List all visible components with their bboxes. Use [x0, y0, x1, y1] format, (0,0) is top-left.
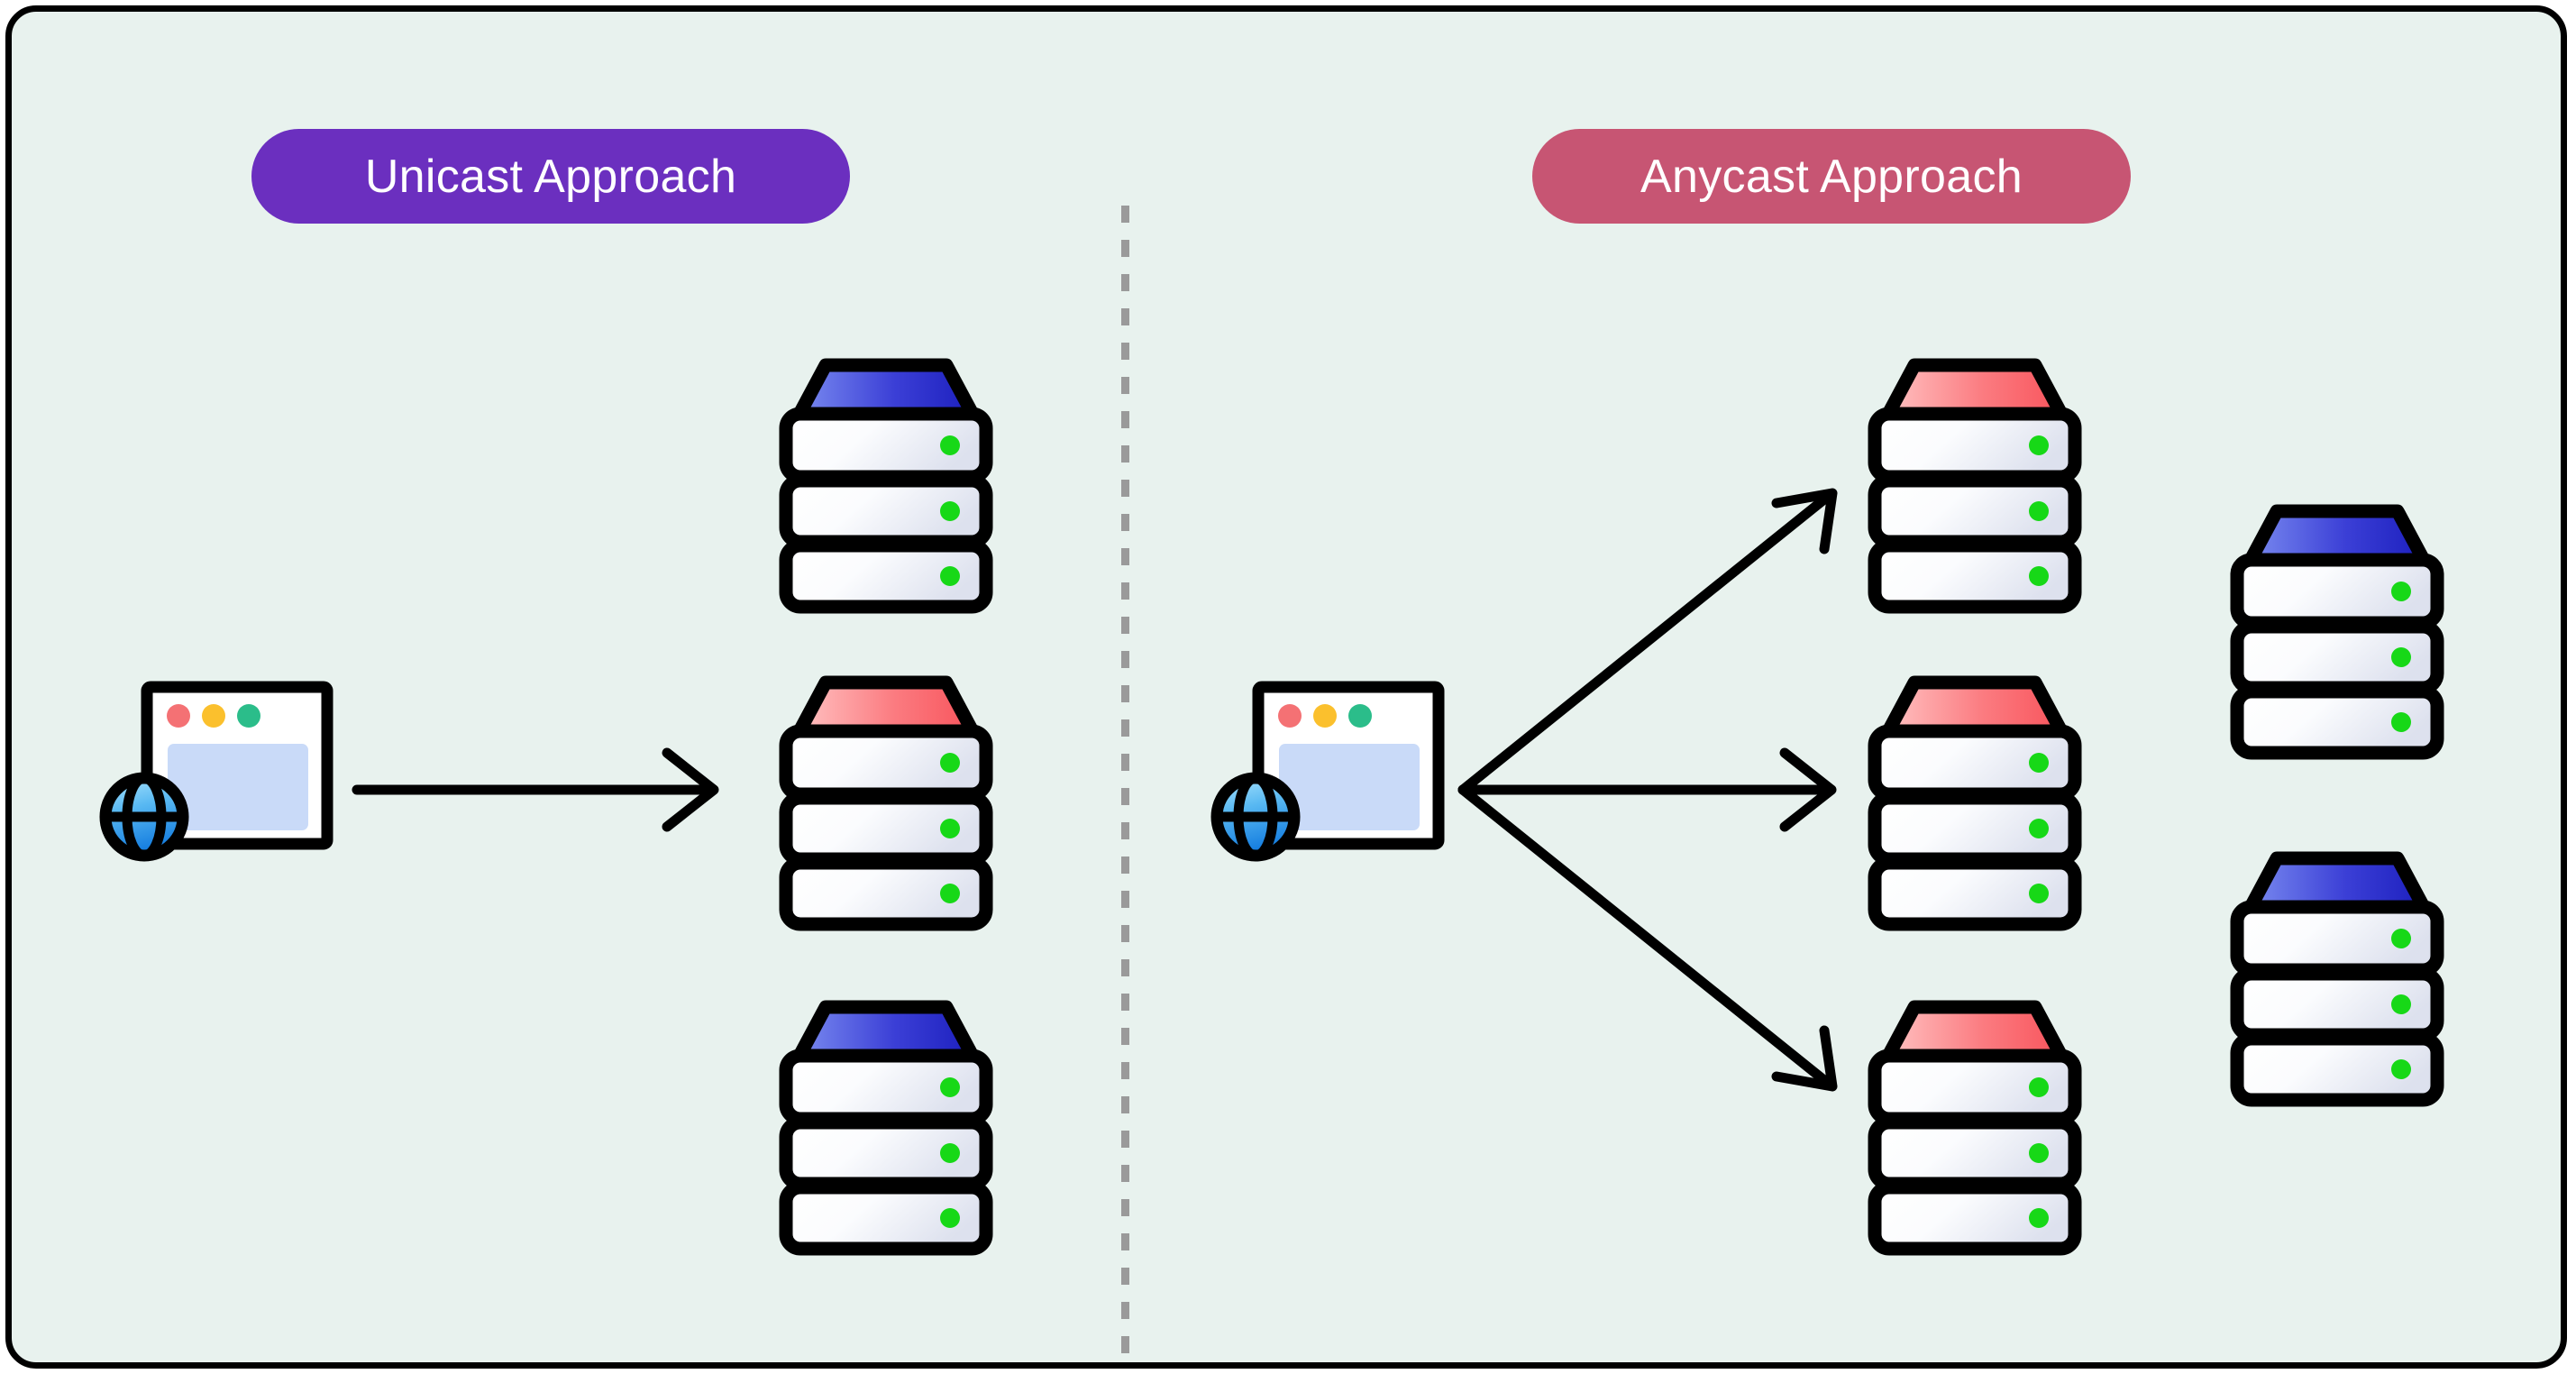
anycast-extra-2	[2224, 846, 2450, 1107]
server-led-icon	[2029, 1143, 2049, 1163]
server-led-icon	[940, 1143, 960, 1163]
server-unit	[1868, 856, 2082, 931]
globe-icon	[99, 772, 189, 862]
unicast-approach-title-pill: Unicast Approach	[251, 129, 850, 224]
browser-dot-green-icon	[1348, 704, 1372, 728]
server-led-icon	[2391, 647, 2411, 667]
server-unit	[2230, 684, 2444, 760]
server-led-icon	[2391, 582, 2411, 601]
unicast-approach-label: Unicast Approach	[364, 150, 737, 203]
server-led-icon	[2029, 435, 2049, 455]
server-led-icon	[2029, 1077, 2049, 1097]
server-unit	[2230, 1031, 2444, 1107]
browser-window-icon	[1252, 681, 1445, 850]
server-led-icon	[2029, 884, 2049, 903]
server-led-icon	[2029, 566, 2049, 586]
unicast-server-3	[773, 994, 999, 1256]
anycast-arrow-down	[1457, 784, 1838, 1092]
browser-dot-red-icon	[1278, 704, 1302, 728]
server-unit	[1868, 538, 2082, 614]
globe-icon	[1210, 772, 1301, 862]
anycast-client-browser-globe	[1210, 674, 1493, 900]
server-led-icon	[2391, 929, 2411, 948]
browser-window-icon	[141, 681, 333, 850]
unicast-client-browser-globe	[99, 674, 381, 900]
unicast-server-2	[773, 670, 999, 931]
server-unit	[779, 538, 993, 614]
anycast-approach-label: Anycast Approach	[1640, 150, 2023, 203]
browser-dot-green-icon	[237, 704, 260, 728]
server-led-icon	[2029, 819, 2049, 838]
browser-content-panel	[168, 744, 308, 830]
server-unit	[1868, 1180, 2082, 1256]
server-led-icon	[940, 435, 960, 455]
server-led-icon	[2391, 712, 2411, 732]
server-led-icon	[2029, 1208, 2049, 1228]
anycast-server-3	[1862, 994, 2087, 1256]
server-unit	[779, 1180, 993, 1256]
anycast-server-1	[1862, 353, 2087, 614]
browser-dot-yellow-icon	[1313, 704, 1337, 728]
anycast-extra-1	[2224, 499, 2450, 760]
server-led-icon	[940, 501, 960, 521]
server-led-icon	[2029, 753, 2049, 773]
server-unit	[779, 856, 993, 931]
server-led-icon	[940, 1208, 960, 1228]
panel-divider-dashed-line	[1121, 206, 1129, 1362]
anycast-approach-title-pill: Anycast Approach	[1532, 129, 2131, 224]
browser-dot-red-icon	[167, 704, 190, 728]
server-led-icon	[2391, 1059, 2411, 1079]
server-led-icon	[940, 884, 960, 903]
server-led-icon	[940, 566, 960, 586]
diagram-frame: Unicast Approach Anycast Approach	[5, 5, 2567, 1369]
server-led-icon	[940, 819, 960, 838]
anycast-arrow-up	[1457, 488, 1838, 795]
anycast-server-2	[1862, 670, 2087, 931]
unicast-server-1	[773, 353, 999, 614]
unicast-arrow-1	[352, 747, 719, 832]
browser-content-panel	[1279, 744, 1420, 830]
browser-dot-yellow-icon	[202, 704, 225, 728]
server-led-icon	[940, 753, 960, 773]
server-led-icon	[940, 1077, 960, 1097]
anycast-arrow-right	[1457, 747, 1837, 832]
server-led-icon	[2029, 501, 2049, 521]
server-led-icon	[2391, 994, 2411, 1014]
